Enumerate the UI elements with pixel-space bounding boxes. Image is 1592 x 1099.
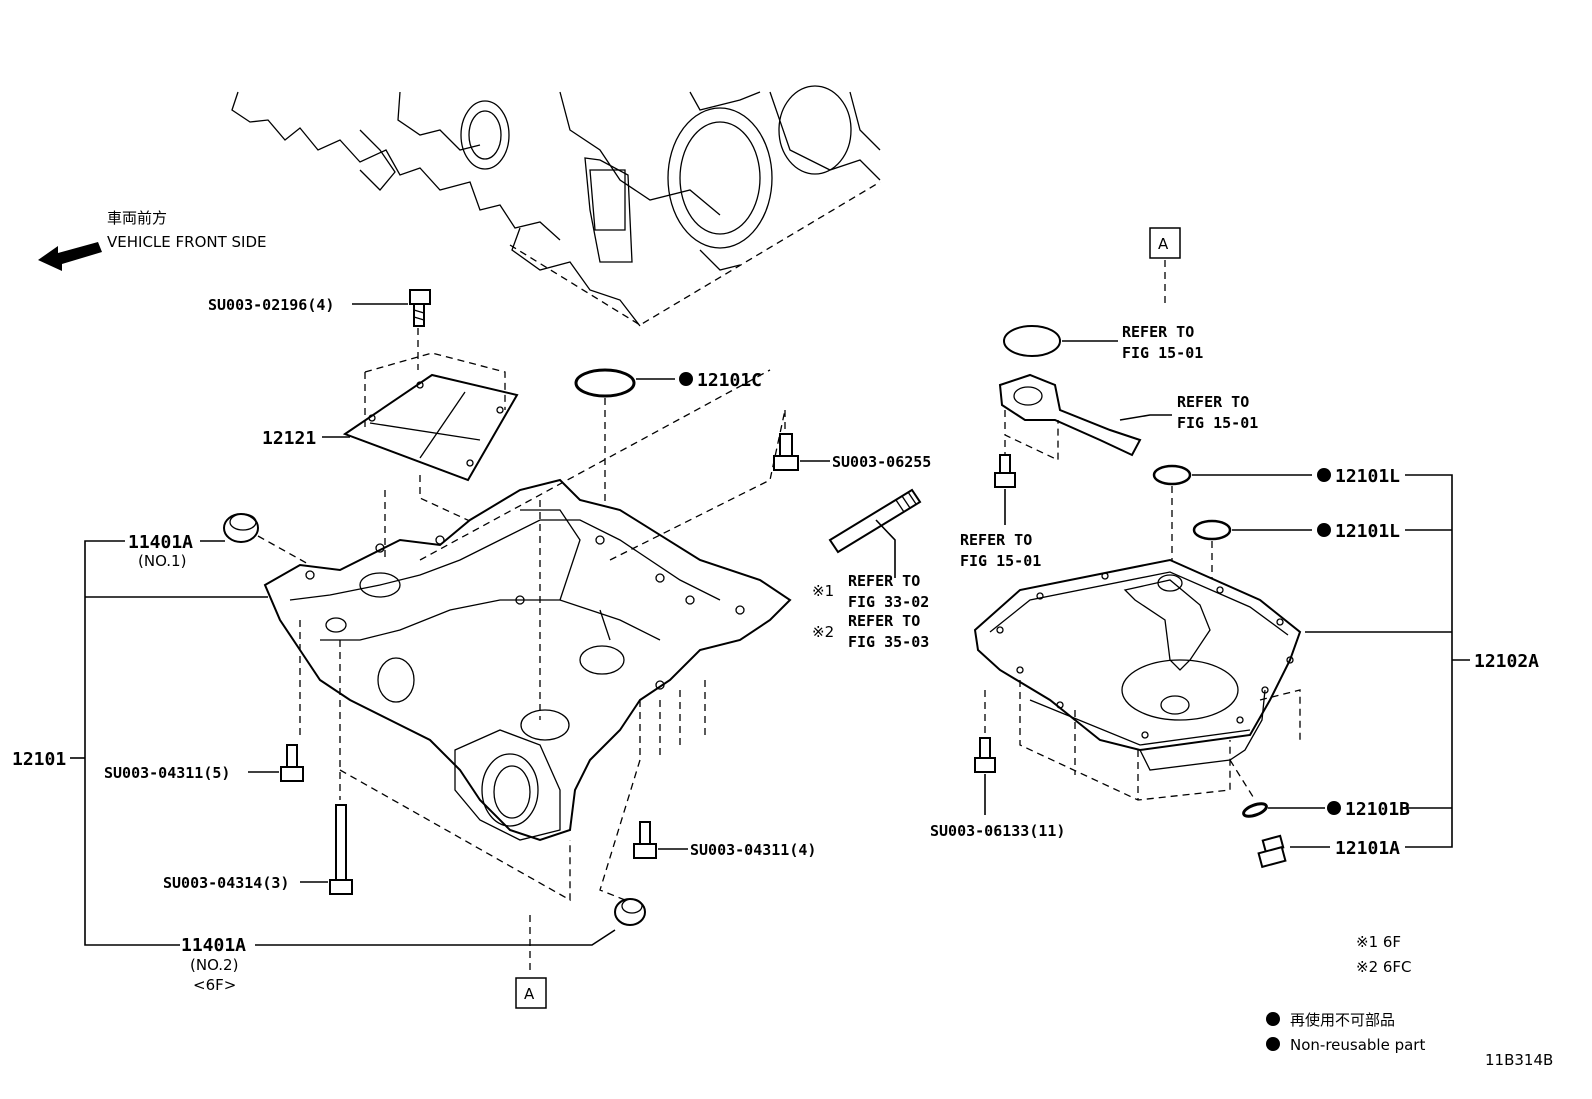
refer-bolt-line1: REFER TO <box>960 531 1032 549</box>
note-1: ※1 6F <box>1356 933 1401 951</box>
oring-12101l-2-label: 12101L <box>1335 521 1400 542</box>
gasket-12101b-drawing <box>1242 802 1268 818</box>
ref-a-bottom-box <box>515 977 547 1009</box>
oil-pan-upper-drawing <box>263 478 792 842</box>
figure-code: 11B314B <box>1485 1051 1553 1069</box>
refer-bolt-line2: FIG 15-01 <box>960 552 1041 570</box>
bolt-04311-4-label: SU003-04311(4) <box>690 841 816 859</box>
oil-pan-lower-drawing <box>973 558 1302 771</box>
bolt-04314-label: SU003-04314(3) <box>163 874 289 892</box>
ring-refer-drawing <box>1003 325 1061 357</box>
refer-ring-line2: FIG 15-01 <box>1122 344 1203 362</box>
stud-drawing <box>828 488 922 554</box>
ref-a-top-label: A <box>1158 235 1169 253</box>
oring-12101c-drawing <box>574 368 636 398</box>
mark2-label: ※2 <box>812 623 834 641</box>
cover-12121-label: 12121 <box>262 428 316 449</box>
oring-12101l-1-drawing <box>1152 464 1192 486</box>
nonreusable-mark-icon <box>1327 801 1341 815</box>
plug-no2-sub2: <6F> <box>193 976 236 994</box>
pan-12102a-label: 12102A <box>1474 651 1539 672</box>
drain-plug-drawing <box>1257 834 1287 869</box>
legend-jp: 再使用不可部品 <box>1290 1011 1395 1029</box>
legend-en: Non-reusable part <box>1290 1036 1425 1054</box>
bolt-06255-drawing <box>773 433 799 471</box>
plug-no1-sub: (NO.1) <box>138 552 186 570</box>
bolt-04311-4-drawing <box>633 821 657 859</box>
nonreusable-mark-icon <box>679 372 693 386</box>
plug-no1-label: 11401A <box>128 532 193 553</box>
bolt-04311-5-label: SU003-04311(5) <box>104 764 230 782</box>
bolt-04314-drawing <box>329 804 353 895</box>
oring-12101l-2-drawing <box>1192 519 1232 541</box>
drain-12101a-label: 12101A <box>1335 838 1400 859</box>
refer-pipe-line2: FIG 15-01 <box>1177 414 1258 432</box>
bolt-02196-drawing <box>409 289 431 327</box>
front-arrow-icon <box>38 242 102 271</box>
plug-no1-drawing <box>223 513 259 543</box>
bolt-04311-5-drawing <box>280 744 304 782</box>
refer-35-line1: REFER TO <box>848 612 920 630</box>
bolt-06133-label: SU003-06133(11) <box>930 822 1065 840</box>
legend-dot-icon <box>1266 1037 1280 1051</box>
mark1-label: ※1 <box>812 582 834 600</box>
bolt-02196-label: SU003-02196(4) <box>208 296 334 314</box>
oring-12101c-label: 12101C <box>697 370 762 391</box>
bolt-06255-label: SU003-06255 <box>832 453 931 471</box>
bolt-06133-drawing <box>974 737 996 773</box>
main-12101-label: 12101 <box>12 749 66 770</box>
baffle-cover-drawing <box>342 373 519 482</box>
refer-ring-line1: REFER TO <box>1122 323 1194 341</box>
bolt-refer-drawing <box>994 454 1016 488</box>
engine-block-drawing <box>231 85 881 327</box>
legend-dot-icon <box>1266 1012 1280 1026</box>
refer-33-line2: FIG 33-02 <box>848 593 929 611</box>
nonreusable-mark-icon <box>1317 468 1331 482</box>
plug-no2-drawing <box>614 898 646 926</box>
ref-a-top-box <box>1149 227 1181 259</box>
gasket-12101b-label: 12101B <box>1345 799 1410 820</box>
ref-a-bottom-label: A <box>524 985 535 1003</box>
note-2: ※2 6FC <box>1356 958 1412 976</box>
plug-no2-sub1: (NO.2) <box>190 956 238 974</box>
front-side-jp: 車両前方 <box>107 209 167 227</box>
oil-strainer-drawing <box>998 373 1142 457</box>
refer-33-line1: REFER TO <box>848 572 920 590</box>
oring-12101l-1-label: 12101L <box>1335 466 1400 487</box>
refer-35-line2: FIG 35-03 <box>848 633 929 651</box>
nonreusable-mark-icon <box>1317 523 1331 537</box>
refer-pipe-line1: REFER TO <box>1177 393 1249 411</box>
plug-no2-label: 11401A <box>181 935 246 956</box>
front-side-en: VEHICLE FRONT SIDE <box>107 233 267 251</box>
